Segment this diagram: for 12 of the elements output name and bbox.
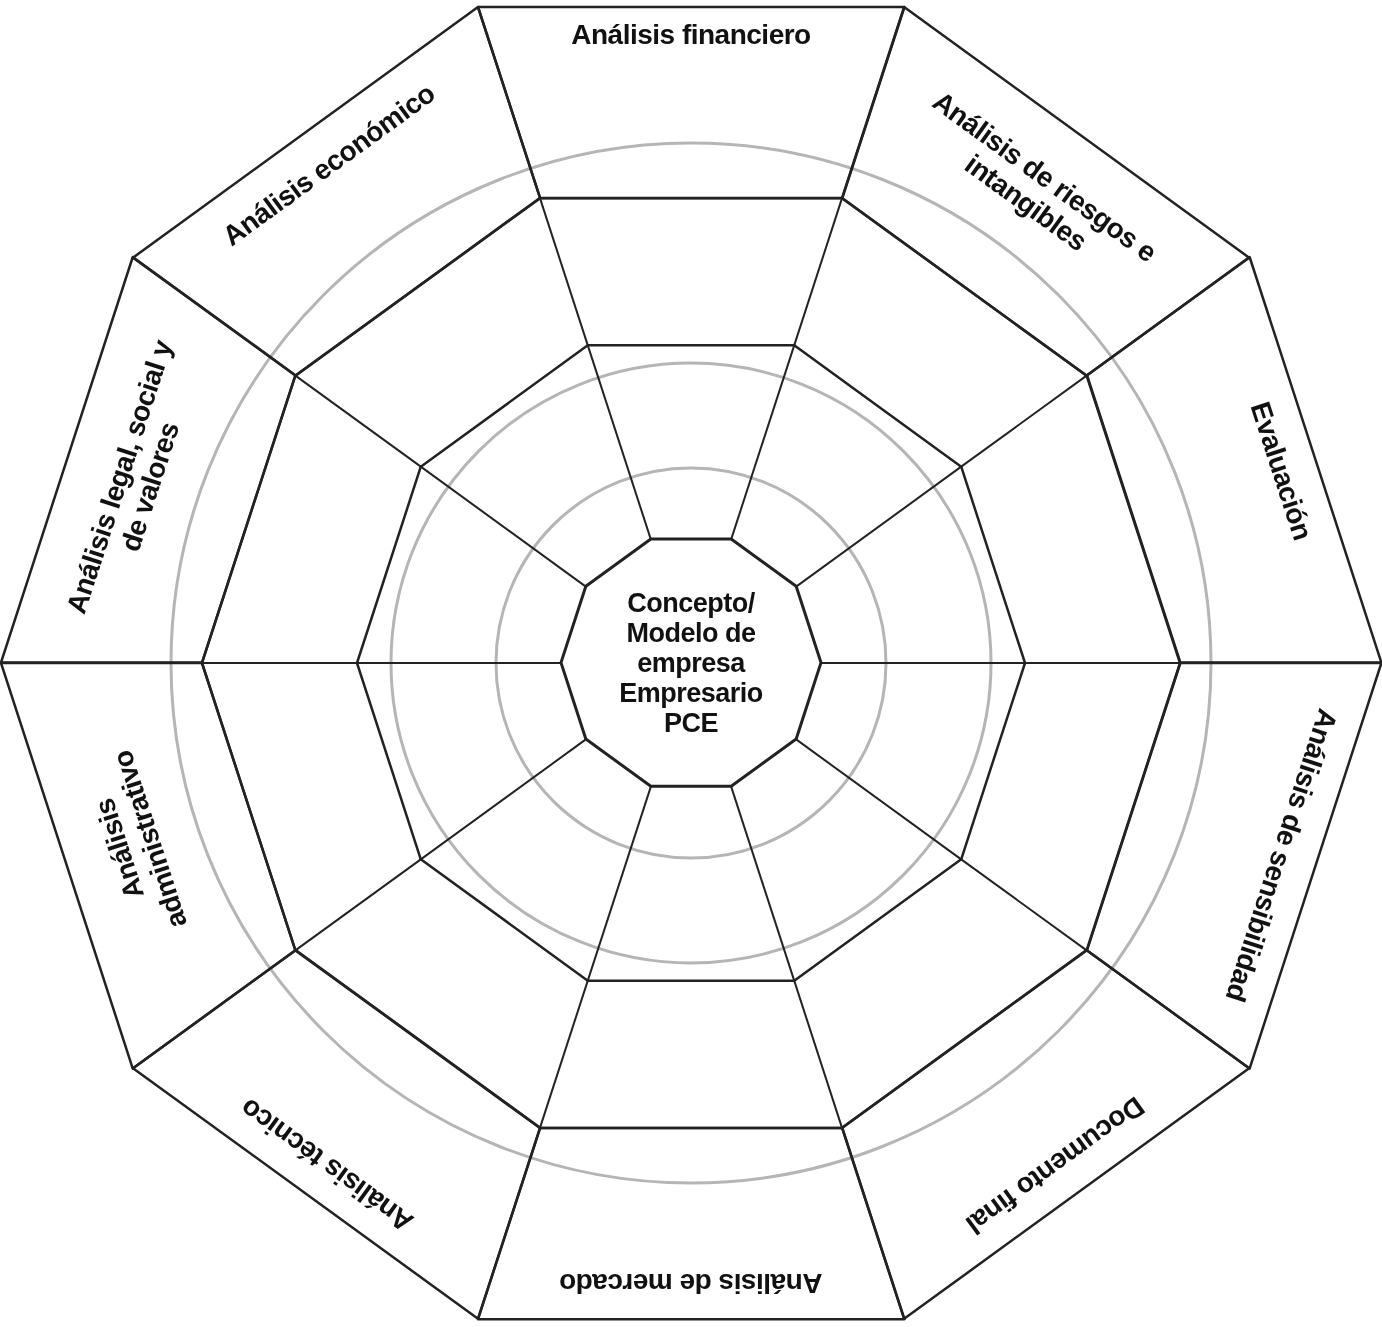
segment-label: Análisis financiero	[570, 19, 812, 51]
center-label: Concepto/ Modelo de empresa Empresario PCE	[618, 588, 764, 738]
sector-segment	[1086, 663, 1381, 1069]
sector-segment	[1, 663, 296, 1069]
sector-segment	[477, 1128, 905, 1320]
sector-segment	[842, 6, 1250, 376]
sector-segment	[1, 257, 296, 663]
center-decagon	[561, 539, 821, 787]
segment-label: Análisis de mercado	[558, 1267, 824, 1299]
segment-label: Análisis legal, social y de valores	[59, 335, 186, 620]
sector-segment	[477, 6, 905, 198]
sector-segment	[132, 950, 540, 1320]
